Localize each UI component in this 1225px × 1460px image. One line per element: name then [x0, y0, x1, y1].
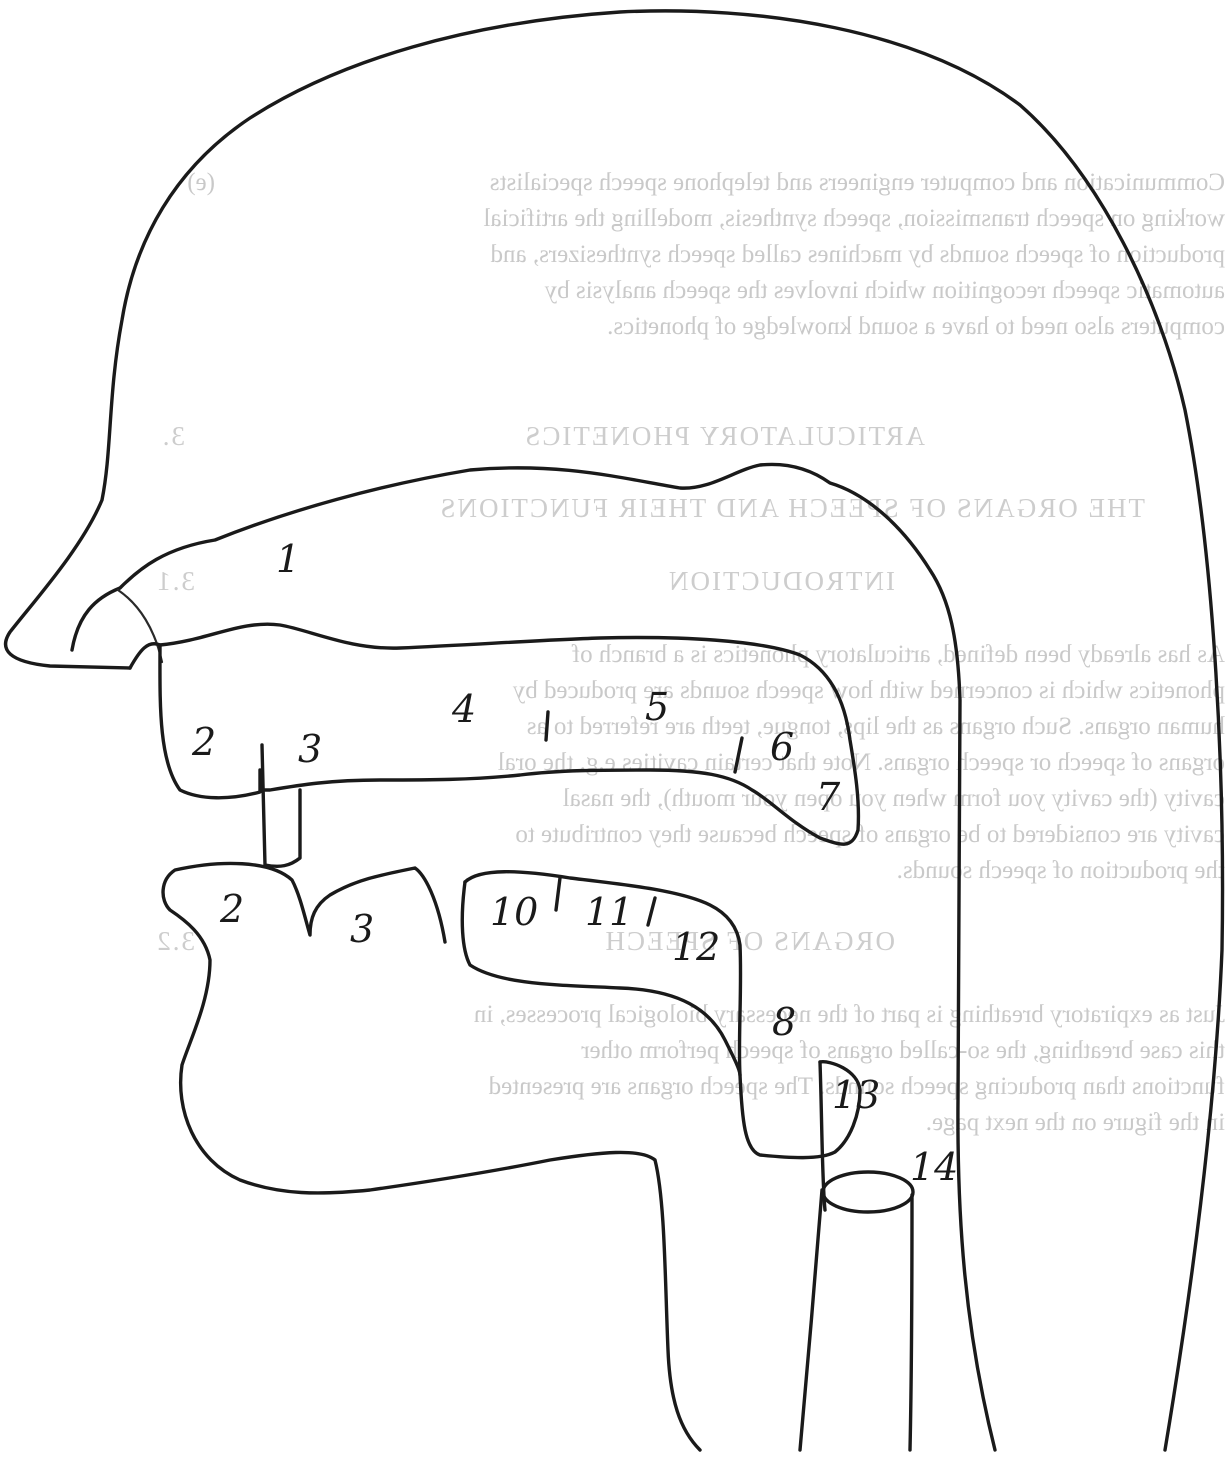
bleed-para-3-1-line-6: cavity are considered to be organs of sp…: [515, 821, 1225, 848]
bleed-section-number: 3.: [161, 421, 185, 451]
bleed-para-e-line-3: production of speech sounds by machines …: [490, 241, 1225, 268]
tongue-tick-10-11: [556, 878, 560, 910]
label-10-tongue-tip: 10: [490, 890, 538, 934]
bleed-subtitle: THE ORGANS OF SPEECH AND THEIR FUNCTIONS: [438, 493, 1145, 523]
bleed-para-e-line-1: Communication and computer engineers and…: [490, 169, 1225, 196]
label-13-epiglottis: 13: [832, 1073, 880, 1117]
upper-teeth-divider: [262, 745, 300, 866]
label-2-lower-lip: 2: [219, 887, 244, 931]
bleed-item-e-marker: (e): [187, 169, 215, 196]
label-3-alveolar-ridge: 3: [298, 727, 322, 771]
bleed-para-3-1-line-5: cavity (the cavity you form when you ope…: [563, 785, 1225, 812]
bleed-sub-3-1-number: 3.1: [155, 566, 195, 596]
label-7-uvula: 7: [816, 775, 841, 819]
bleed-para-3-1-line-4: organs of speech or speech organs. Note …: [498, 749, 1225, 776]
label-6-velum: 6: [770, 725, 794, 769]
bleed-para-e-line-5: computers also need to have a sound know…: [607, 313, 1225, 340]
bleed-para-3-1-line-1: As has already been defined, articulator…: [571, 641, 1225, 668]
label-11-tongue-front: 11: [585, 890, 633, 934]
bleed-para-3-1-line-3: human organs. Such organs as the lips, t…: [527, 713, 1225, 740]
label-1-upper-lip: 1: [276, 537, 300, 581]
bleed-through-text: (e) Communication and computer engineers…: [155, 169, 1225, 1136]
bleed-para-3-1-line-7: the production of speech sounds.: [897, 857, 1225, 884]
bleed-para-3-2-line-1: Just as expiratory breathing is part of …: [473, 1001, 1225, 1028]
bleed-para-e-line-4: automatic speech recognition which invol…: [544, 277, 1225, 304]
label-12-tongue-back: 12: [672, 925, 720, 969]
bleed-sub-3-2-number: 3.2: [155, 926, 195, 956]
palate-tick-4-5: [546, 712, 548, 740]
tongue-tick-11-12: [648, 898, 655, 925]
bleed-para-3-2-line-2: this case breathing, the so-called organ…: [581, 1037, 1225, 1064]
bleed-sub-3-1-title: INTRODUCTION: [667, 566, 895, 596]
label-5-soft-palate: 5: [645, 685, 669, 729]
label-3-lower-teeth: 3: [350, 907, 374, 951]
bleed-section-title: ARTICULATORY PHONETICS: [523, 421, 925, 451]
bleed-para-3-1-line-2: phonetics which is concerned with how sp…: [512, 677, 1225, 704]
label-2-upper-teeth: 2: [191, 720, 216, 764]
label-8-pharynx: 8: [772, 1000, 796, 1044]
trachea-left-wall: [800, 1190, 822, 1450]
bleed-para-3-2-line-4: in the figure on the next page.: [926, 1109, 1225, 1136]
trachea-ring: [823, 1172, 913, 1212]
label-4-hard-palate: 4: [451, 687, 476, 731]
bleed-sub-3-2-title: ORGANS OF SPEECH: [603, 926, 895, 956]
label-14-larynx: 14: [910, 1145, 958, 1189]
trachea-right-wall: [910, 1195, 912, 1450]
